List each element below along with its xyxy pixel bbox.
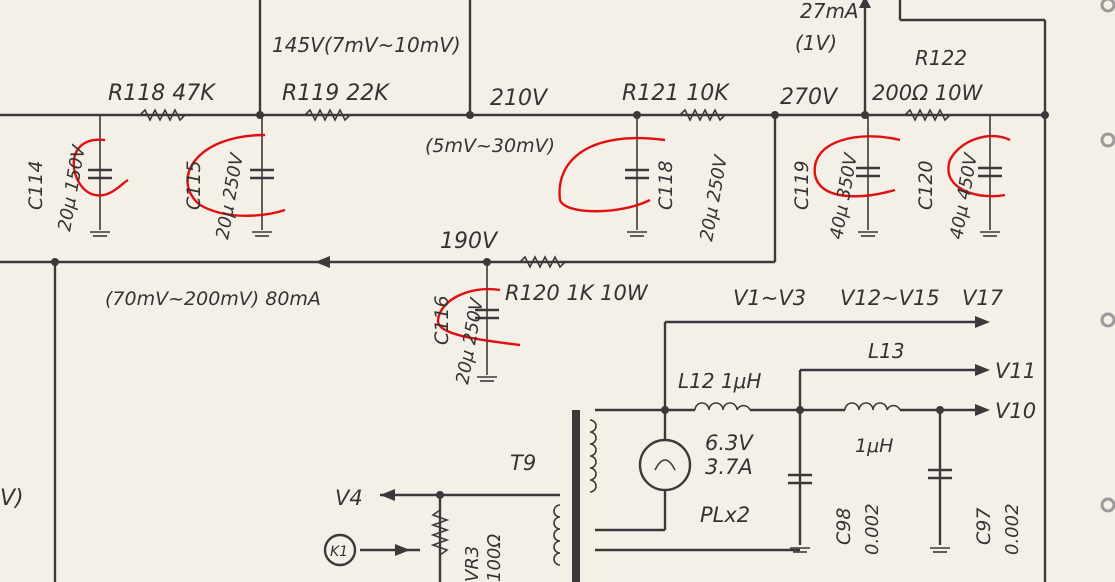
resistor-r120 bbox=[519, 255, 566, 269]
annotation-c118 bbox=[558, 136, 666, 213]
label-c118-value: 20μ 250V bbox=[696, 152, 732, 243]
capacitor-c120 bbox=[978, 166, 1002, 178]
resistor-r121 bbox=[679, 108, 726, 122]
label-v10: V10 bbox=[995, 399, 1036, 423]
annotation-c119 bbox=[813, 135, 901, 198]
arrow-v10 bbox=[975, 404, 990, 416]
label-r118: R118 47K bbox=[108, 81, 216, 106]
resistor-r122 bbox=[904, 108, 951, 122]
annotation-c120 bbox=[947, 134, 1011, 198]
label-l13-value: 1μH bbox=[855, 435, 893, 457]
pilot-lamp bbox=[638, 438, 692, 492]
capacitor-c119 bbox=[856, 166, 880, 178]
label-k1: K1 bbox=[330, 544, 348, 560]
capacitors bbox=[88, 166, 1002, 485]
label-c97-value: 0.002 bbox=[1002, 503, 1023, 555]
label-c116: C116 bbox=[431, 295, 453, 345]
label-r122: R122 bbox=[915, 46, 967, 70]
label-lamp-current: 3.7A bbox=[705, 455, 753, 479]
arrow-27ma bbox=[859, 0, 871, 8]
label-c120: C120 bbox=[915, 160, 937, 210]
label-vr3: VR3 bbox=[462, 546, 483, 582]
ground-symbols bbox=[90, 231, 1000, 553]
label-r120: R120 1K 10W bbox=[505, 281, 649, 305]
resistors bbox=[139, 108, 951, 556]
capacitor-c118 bbox=[625, 168, 649, 180]
arrows bbox=[315, 0, 990, 556]
resistor-vr3 bbox=[430, 509, 450, 556]
label-1v: (1V) bbox=[795, 31, 837, 55]
label-80ma: (70mV~200mV) 80mA bbox=[105, 288, 321, 310]
label-210v: 210V bbox=[490, 86, 549, 111]
arrow-current bbox=[315, 256, 330, 268]
resistor-r119 bbox=[304, 108, 351, 122]
label-v11: V11 bbox=[995, 359, 1036, 383]
label-r122-value: 200Ω 10W bbox=[872, 81, 984, 105]
label-145v: 145V(7mV~10mV) bbox=[272, 33, 461, 57]
label-v17: V17 bbox=[962, 286, 1004, 310]
label-190v: 190V bbox=[440, 229, 499, 254]
arrow-v4 bbox=[380, 489, 395, 501]
resistor-r118 bbox=[139, 108, 186, 122]
k1-symbol bbox=[323, 533, 357, 567]
label-c97: C97 bbox=[973, 508, 995, 545]
label-c115-value: 20μ 250V bbox=[212, 150, 248, 241]
label-v1-v3: V1~V3 bbox=[733, 286, 806, 310]
label-t9: T9 bbox=[510, 451, 536, 475]
edge-marks bbox=[1100, 0, 1115, 513]
label-v4: V4 bbox=[335, 486, 363, 510]
label-c114-value: 20μ 150V bbox=[54, 142, 90, 233]
arrow-v11 bbox=[975, 364, 990, 376]
annotation-c114 bbox=[72, 138, 129, 197]
label-c98-value: 0.002 bbox=[862, 503, 883, 555]
label-r121: R121 10K bbox=[622, 81, 730, 106]
label-lamp-pl: PLx2 bbox=[700, 503, 750, 527]
label-c98: C98 bbox=[833, 508, 855, 545]
label-c118: C118 bbox=[655, 160, 677, 210]
capacitor-c98 bbox=[788, 473, 812, 485]
label-left-v: V) bbox=[0, 486, 24, 511]
inductors bbox=[694, 402, 901, 411]
label-27ma: 27mA bbox=[800, 0, 859, 23]
label-r119: R119 22K bbox=[282, 81, 390, 106]
transformer-t9 bbox=[553, 410, 597, 582]
annotation-c116 bbox=[436, 287, 521, 347]
capacitor-c97 bbox=[928, 468, 952, 480]
label-lamp-voltage: 6.3V bbox=[705, 431, 754, 455]
label-c115: C115 bbox=[183, 160, 205, 210]
red-annotations bbox=[72, 133, 1011, 347]
label-5mv-30mv: (5mV~30mV) bbox=[425, 135, 555, 157]
label-vr3-value: 100Ω bbox=[484, 534, 505, 582]
capacitor-c116 bbox=[475, 308, 499, 320]
arrow-k1 bbox=[395, 544, 410, 556]
label-c114: C114 bbox=[25, 160, 47, 210]
annotation-c115 bbox=[186, 133, 286, 217]
inductor-l12 bbox=[694, 402, 751, 411]
label-c119: C119 bbox=[791, 160, 813, 210]
label-v12-v15: V12~V15 bbox=[840, 286, 940, 310]
capacitor-c115 bbox=[250, 168, 274, 180]
capacitor-c114 bbox=[88, 168, 112, 180]
junction-dots bbox=[51, 111, 1049, 499]
label-270v: 270V bbox=[780, 85, 839, 110]
inductor-l13 bbox=[844, 402, 901, 411]
label-l13: L13 bbox=[868, 339, 905, 363]
arrow-v17 bbox=[975, 316, 990, 328]
label-l12: L12 1μH bbox=[678, 369, 761, 393]
